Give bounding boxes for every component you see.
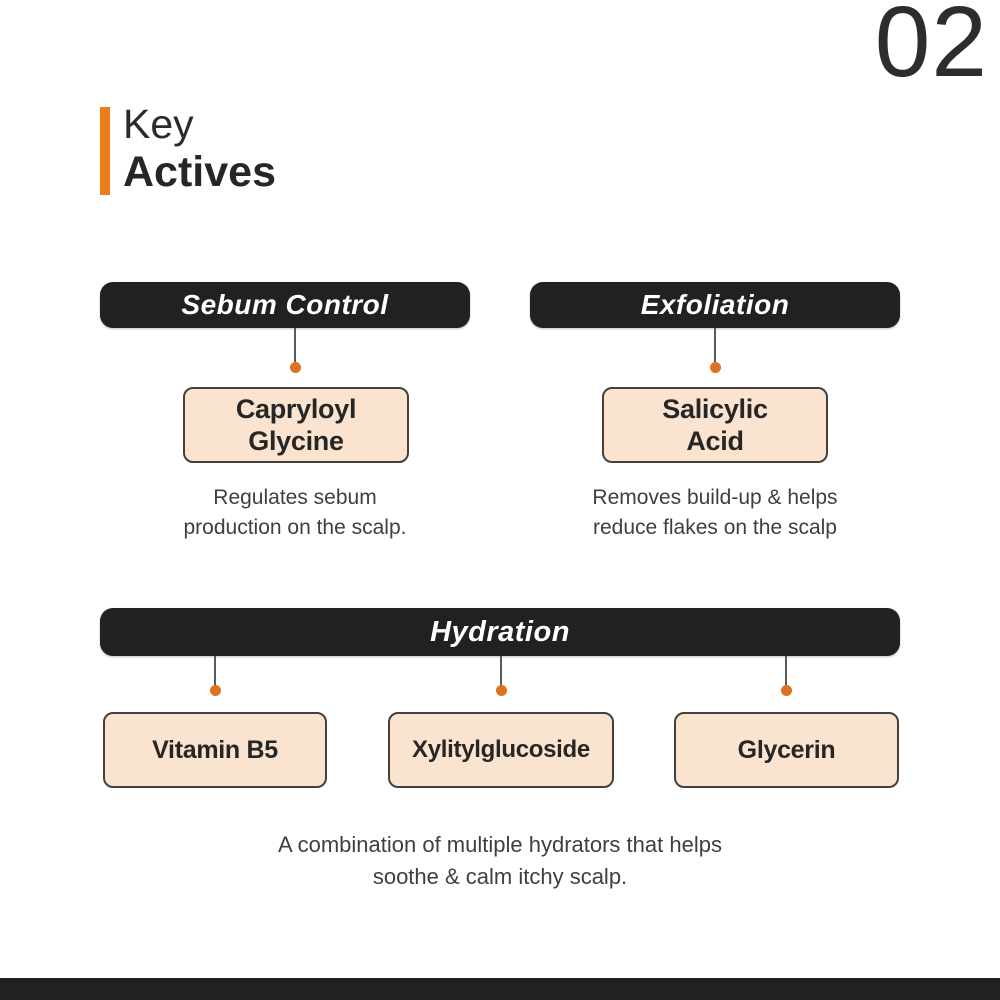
ingredient-box-vitamin-b5: Vitamin B5	[103, 712, 327, 788]
exfoliation-connector-dot-icon	[710, 362, 721, 373]
title-accent-bar	[100, 107, 110, 195]
page-title-line-1: Key	[123, 101, 194, 147]
hydration-connector-line-1	[214, 656, 216, 686]
hydration-connector-dot-1-icon	[210, 685, 221, 696]
hydration-connector-line-2	[500, 656, 502, 686]
exfoliation-connector-line	[714, 328, 716, 362]
hydration-connector-line-3	[785, 656, 787, 686]
ingredient-box-salicylic-acid: Salicylic Acid	[602, 387, 828, 463]
ingredient-box-glycerin: Glycerin	[674, 712, 899, 788]
sebum-control-description: Regulates sebum production on the scalp.	[183, 486, 407, 540]
sebum-connector-line	[294, 328, 296, 362]
ingredient-box-capryloyl-glycine: Capryloyl Glycine	[183, 387, 409, 463]
exfoliation-header-pill: Exfoliation	[530, 282, 900, 328]
ingredient-box-xylitylglucoside: Xylitylglucoside	[388, 712, 614, 788]
page-number: 02	[874, 0, 988, 98]
hydration-connector-dot-3-icon	[781, 685, 792, 696]
hydration-description: A combination of multiple hydrators that…	[278, 832, 722, 889]
exfoliation-description: Removes build-up & helps reduce flakes o…	[592, 486, 838, 540]
page-title-line-2: Actives	[123, 148, 276, 196]
page-title: Key Actives	[123, 100, 276, 197]
hydration-header-pill: Hydration	[100, 608, 900, 656]
bottom-bar	[0, 978, 1000, 1000]
hydration-connector-dot-2-icon	[496, 685, 507, 696]
sebum-connector-dot-icon	[290, 362, 301, 373]
sebum-control-header-pill: Sebum Control	[100, 282, 470, 328]
